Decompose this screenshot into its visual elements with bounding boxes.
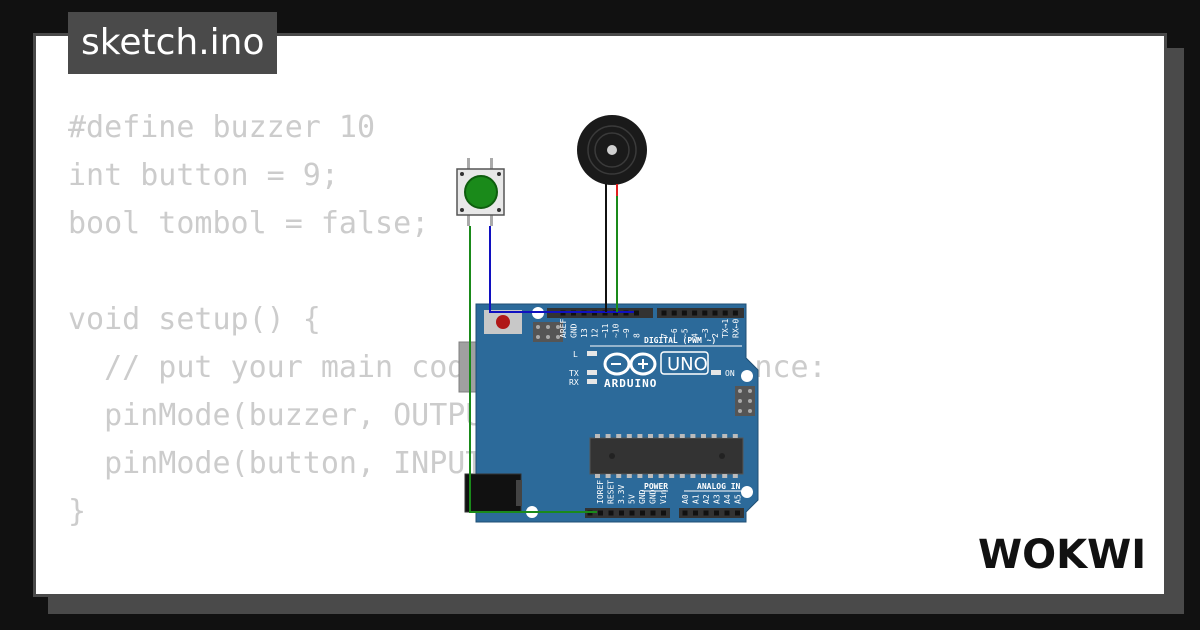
digital-pin-label: ~5: [680, 328, 689, 338]
code-line: void loop() {: [68, 584, 827, 594]
code-line: void setup() {: [68, 302, 321, 337]
wokwi-logo[interactable]: WOKWI: [976, 528, 1152, 576]
header-pin[interactable]: [681, 310, 687, 316]
digital-pin-label: ~6: [670, 328, 679, 338]
buzzer[interactable]: [577, 115, 647, 185]
header-pin[interactable]: [619, 510, 624, 516]
digital-pin-label: GND: [570, 323, 579, 338]
arduino-logo-icon: [603, 352, 657, 376]
code-line: int button = 9;: [68, 158, 339, 193]
analog-pin-label: A0: [681, 494, 690, 504]
digital-pin-label: ~9: [622, 328, 631, 338]
wires: [469, 184, 634, 513]
analog-pin-label: A5: [734, 494, 743, 504]
header-pin[interactable]: [712, 310, 718, 316]
header-pin[interactable]: [640, 510, 645, 516]
led-indicators: L TX RX ON: [569, 350, 735, 387]
code-line: bool tombol = false;: [68, 206, 430, 241]
uno-badge: [660, 351, 709, 375]
digital-pin-label: ~11: [601, 323, 610, 338]
file-tab[interactable]: sketch.ino: [68, 12, 278, 74]
header-pin[interactable]: [671, 310, 677, 316]
header-pin[interactable]: [692, 310, 698, 316]
power-pin-label: Vin: [659, 489, 668, 504]
digital-pin-label: TX→1: [721, 319, 730, 338]
analog-label: ANALOG IN: [697, 482, 741, 491]
led-on-label: ON: [725, 369, 735, 378]
mounting-hole: [741, 486, 753, 498]
header-pin[interactable]: [608, 510, 614, 516]
digital-header-title: DIGITAL (PWM ~): [644, 336, 716, 345]
digital-pin-label: 8: [633, 333, 642, 338]
digital-pin-label: ~3: [701, 328, 710, 338]
power-jack: [464, 473, 522, 513]
pushbutton-cap[interactable]: [464, 175, 498, 209]
header-pin[interactable]: [732, 310, 738, 316]
digital-pin-label: 7: [660, 333, 669, 338]
header-pin[interactable]: [735, 510, 740, 516]
file-tab-label: sketch.ino: [81, 22, 265, 63]
power-pin-label: IOREF: [596, 480, 605, 504]
code-line: }: [68, 494, 87, 529]
header-pin[interactable]: [724, 510, 730, 516]
reset-button[interactable]: [496, 315, 510, 329]
header-pin[interactable]: [598, 510, 603, 516]
power-jack-tip: [516, 480, 522, 506]
header-pin[interactable]: [634, 310, 639, 316]
power-pin-label: 3.3V: [617, 485, 626, 504]
header-pin[interactable]: [702, 310, 708, 316]
power-analog-header[interactable]: [585, 508, 744, 518]
digital-pin-label: 13: [580, 328, 589, 338]
header-pin[interactable]: [682, 510, 688, 516]
chip-dot: [719, 453, 725, 459]
wire-green-ground: [469, 226, 597, 513]
header-pin[interactable]: [714, 510, 719, 516]
mounting-hole: [741, 370, 753, 382]
power-label: POWER: [644, 482, 668, 491]
icsp-header-right: [735, 386, 755, 416]
digital-pin-label: 2: [711, 333, 720, 338]
icsp-header: [533, 322, 563, 342]
digital-pin-label: 4: [691, 333, 700, 338]
pushbutton[interactable]: [456, 158, 505, 226]
header-pin[interactable]: [703, 510, 709, 516]
led-l-label: L: [573, 350, 578, 359]
code-line: #define buzzer 10: [68, 110, 376, 145]
header-pin[interactable]: [629, 510, 635, 516]
analog-pin-label: A3: [713, 494, 722, 504]
chip-dot: [609, 453, 615, 459]
wokwi-logo-text: WOKWI: [978, 532, 1146, 576]
microcontroller-chip: [589, 437, 744, 475]
board-logo-text: ARDUINO: [604, 377, 657, 390]
header-pin[interactable]: [661, 310, 667, 316]
power-pin-label: GND: [649, 489, 658, 504]
digital-pin-label: 12: [591, 328, 600, 338]
analog-pin-label: A4: [723, 494, 732, 504]
board-model: UNO: [667, 354, 708, 375]
power-pin-label: GND: [638, 489, 647, 504]
wire-blue-pin9: [489, 226, 634, 313]
header-pin[interactable]: [661, 510, 666, 516]
header-pin[interactable]: [722, 310, 728, 316]
analog-pin-label: A1: [692, 494, 701, 504]
led-tx-label: TX: [569, 369, 579, 378]
chip-pins: [595, 434, 738, 478]
analog-pin-label: A2: [702, 494, 711, 504]
power-pin-label: 5V: [628, 494, 637, 504]
led-rx-label: RX: [569, 378, 579, 387]
power-pin-label: RESET: [607, 480, 616, 504]
digital-pin-label: RX←0: [731, 319, 740, 338]
digital-pin-label: AREF: [559, 319, 568, 338]
header-pin[interactable]: [650, 510, 656, 516]
digital-pin-label: ~10: [612, 323, 621, 338]
header-pin[interactable]: [693, 510, 698, 516]
